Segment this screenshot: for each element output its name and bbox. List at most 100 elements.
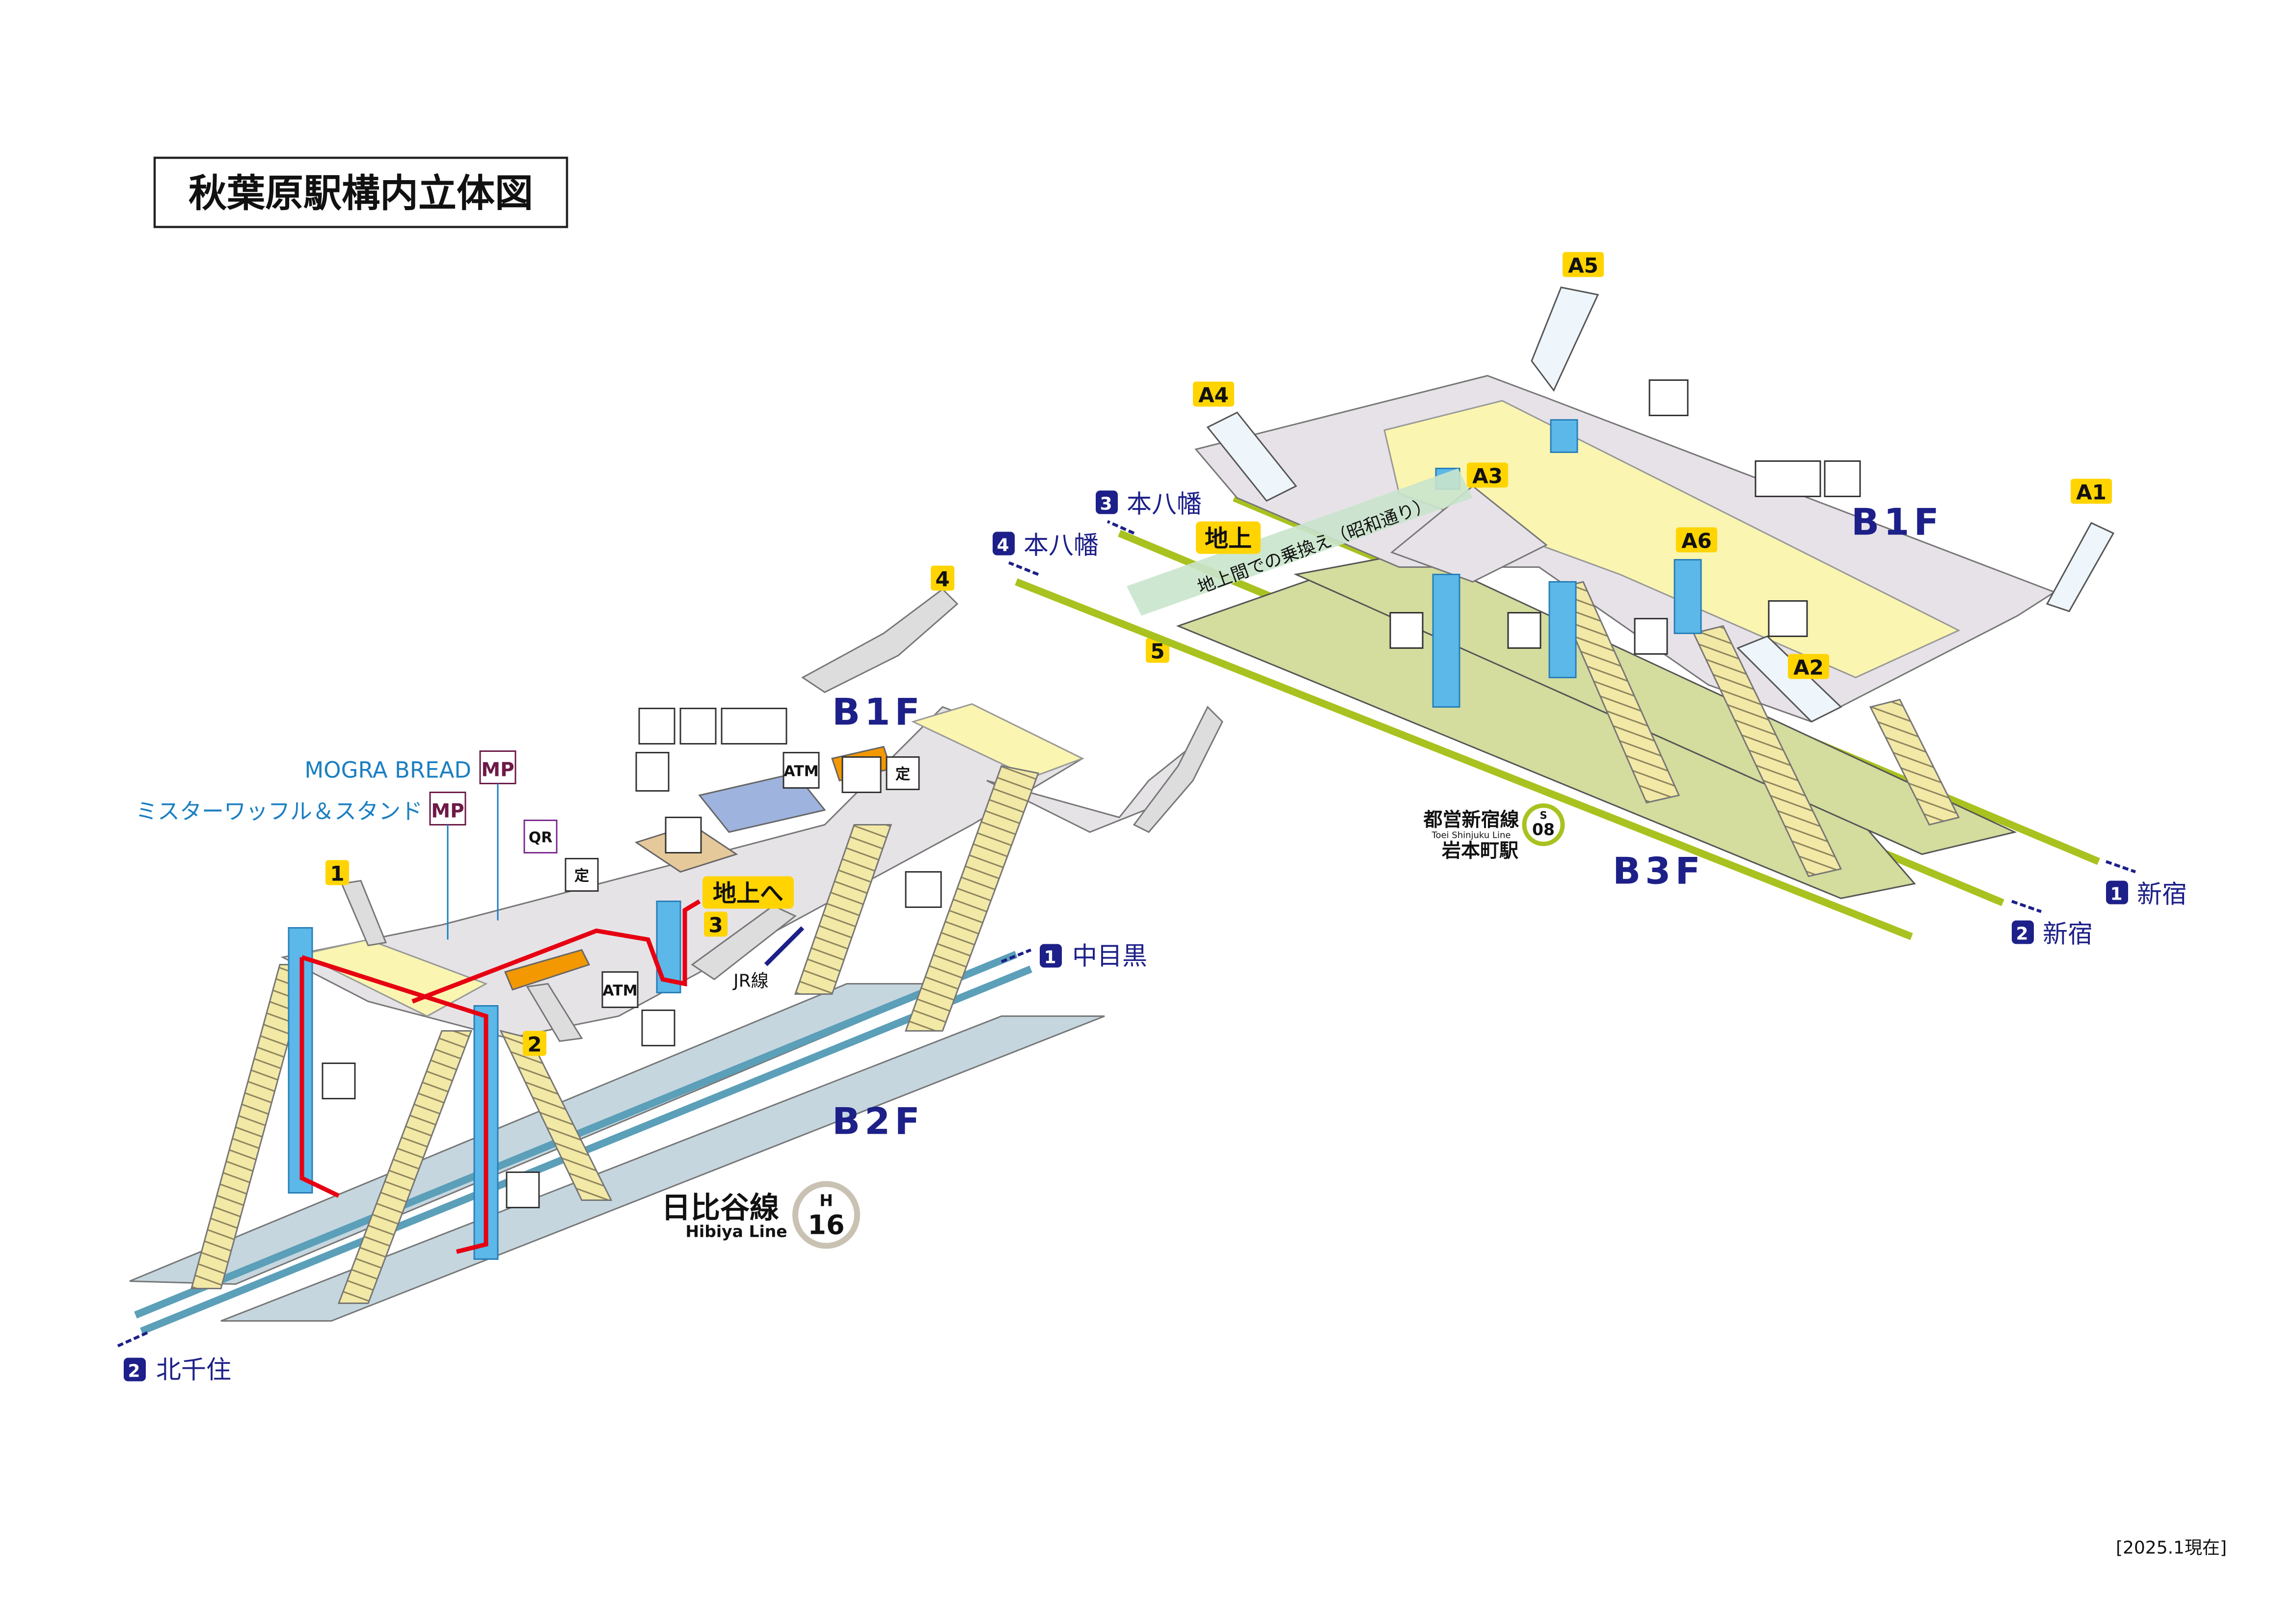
svg-text:3: 3 [708, 913, 723, 937]
svg-text:定: 定 [574, 868, 589, 885]
commuter-pass-icon: 定 [565, 858, 599, 892]
restroom-icon [1755, 460, 1821, 497]
svg-text:ATM: ATM [602, 983, 637, 1000]
stairs-exit4 [801, 588, 959, 693]
stairs-exit2 [526, 983, 583, 1042]
locker-icon [905, 871, 942, 908]
svg-text:1: 1 [1044, 948, 1056, 968]
platform-area [299, 938, 488, 1017]
svg-text:A6: A6 [1681, 529, 1712, 553]
shop-badge: MP [481, 759, 514, 781]
exit-3[interactable]: 3 [704, 911, 728, 937]
shinjuku-track [1015, 578, 1913, 940]
shop-mister-waffle[interactable]: ミスターワッフル＆スタンド MP [135, 792, 466, 940]
stairs [904, 765, 1040, 1032]
title-text: 秋葉原駅構内立体図 [189, 172, 533, 216]
station-number-badge [792, 1181, 860, 1249]
nursing-room-icon [638, 708, 675, 745]
stairs-exit5 [1133, 705, 1223, 833]
shinjuku-escalators [1206, 286, 2115, 878]
stairs [794, 824, 892, 995]
elevator-shaft [1674, 559, 1702, 634]
svg-text:A3: A3 [1472, 464, 1503, 488]
shinjuku-elevators [1389, 379, 1861, 708]
svg-text:2: 2 [128, 1361, 140, 1382]
shinjuku-exits: A1 A2 A3 A4 A5 A6 [1193, 252, 2112, 680]
svg-text:Hibiya Line: Hibiya Line [685, 1222, 787, 1241]
hibiya-elevators [288, 899, 701, 1260]
station-office-icon [1768, 600, 1808, 637]
ticket-machine-icon [1648, 379, 1689, 416]
stairs-exit1 [340, 879, 387, 947]
elevator-icon [506, 1171, 540, 1208]
surface-label: 地上 [1196, 521, 1261, 554]
svg-text:地上へ: 地上へ [713, 880, 783, 907]
direction-motoyawata-3: 3 本八幡 [1096, 490, 1202, 535]
exit-1[interactable]: 1 [325, 860, 349, 886]
exit-2[interactable]: 2 [523, 1031, 546, 1057]
svg-text:ATM: ATM [783, 763, 818, 780]
jr-line-label: JR線 [732, 971, 769, 991]
floor-label-b1f: B1F [1851, 501, 1944, 544]
svg-text:岩本町駅: 岩本町駅 [1442, 840, 1518, 862]
commuter-pass-icon: 定 [886, 756, 920, 790]
shinjuku-b3f [1015, 494, 2100, 940]
exit-a6[interactable]: A6 [1676, 527, 1717, 553]
barrier-free-route [299, 957, 340, 1198]
svg-text:4: 4 [997, 535, 1009, 556]
svg-text:ミスターワッフル＆スタンド: ミスターワッフル＆スタンド [135, 798, 423, 825]
svg-text:16: 16 [808, 1210, 844, 1241]
elevator-icon [1634, 618, 1668, 655]
direction-kitasenju: 2 北千住 [117, 1331, 231, 1385]
direction-shinjuku-2: 2 新宿 [2011, 900, 2093, 949]
hibiya-b1f [280, 703, 1187, 1039]
shop-mogra-bread[interactable]: MOGRA BREAD MP [304, 750, 516, 921]
arrow-icon [764, 926, 805, 966]
direction-shinjuku-1: 1 新宿 [2106, 860, 2187, 909]
exit-a1[interactable]: A1 [2071, 479, 2112, 505]
svg-text:S: S [1540, 810, 1547, 822]
svg-text:中目黒: 中目黒 [1072, 942, 1147, 971]
svg-text:日比谷線: 日比谷線 [661, 1191, 779, 1225]
stairs [1692, 625, 1842, 878]
direction-motoyawata-4: 4 本八幡 [993, 532, 1099, 576]
exit-4[interactable]: 4 [931, 565, 954, 591]
svg-text:A2: A2 [1793, 656, 1824, 680]
stairs [1869, 698, 1960, 826]
elevator-shaft [1550, 419, 1578, 453]
exit-a3-landing [1390, 485, 1548, 583]
svg-text:2: 2 [527, 1033, 541, 1057]
svg-text:2: 2 [2016, 924, 2028, 944]
escalator-a5 [1531, 286, 1599, 392]
stairs [499, 1030, 613, 1201]
hibiya-line-label: 日比谷線 Hibiya Line H 16 [661, 1181, 860, 1249]
svg-text:A1: A1 [2076, 480, 2107, 505]
elevator-icon [1389, 612, 1424, 649]
atm-icon: ATM [783, 752, 820, 789]
station-number-badge [1522, 803, 1565, 846]
station-office-icon [665, 817, 702, 853]
escalator-a2 [1736, 635, 1842, 723]
exit-a3[interactable]: A3 [1467, 462, 1508, 488]
svg-text:都営新宿線: 都営新宿線 [1423, 809, 1519, 831]
svg-text:定: 定 [895, 766, 910, 783]
svg-text:北千住: 北千住 [156, 1356, 231, 1385]
floor-label-b2f: B2F [832, 1100, 924, 1143]
exit-a2[interactable]: A2 [1788, 654, 1829, 680]
restroom-icon [721, 708, 787, 745]
escalator-a4 [1206, 411, 1297, 502]
svg-text:QR: QR [529, 829, 553, 847]
svg-text:A4: A4 [1198, 383, 1229, 407]
escalator-a1 [2046, 522, 2115, 612]
exit-a4[interactable]: A4 [1193, 381, 1234, 407]
phone-icon [635, 752, 670, 792]
svg-text:新宿: 新宿 [2043, 920, 2093, 949]
exit-a5[interactable]: A5 [1563, 252, 1604, 278]
ticket-machine-icon [841, 756, 882, 793]
date-label: [2025.1現在] [2116, 1538, 2227, 1558]
shop-counter [504, 949, 591, 991]
svg-text:H: H [819, 1191, 833, 1210]
barrier-free-route [301, 955, 488, 1254]
elevator-icon [641, 1010, 675, 1046]
